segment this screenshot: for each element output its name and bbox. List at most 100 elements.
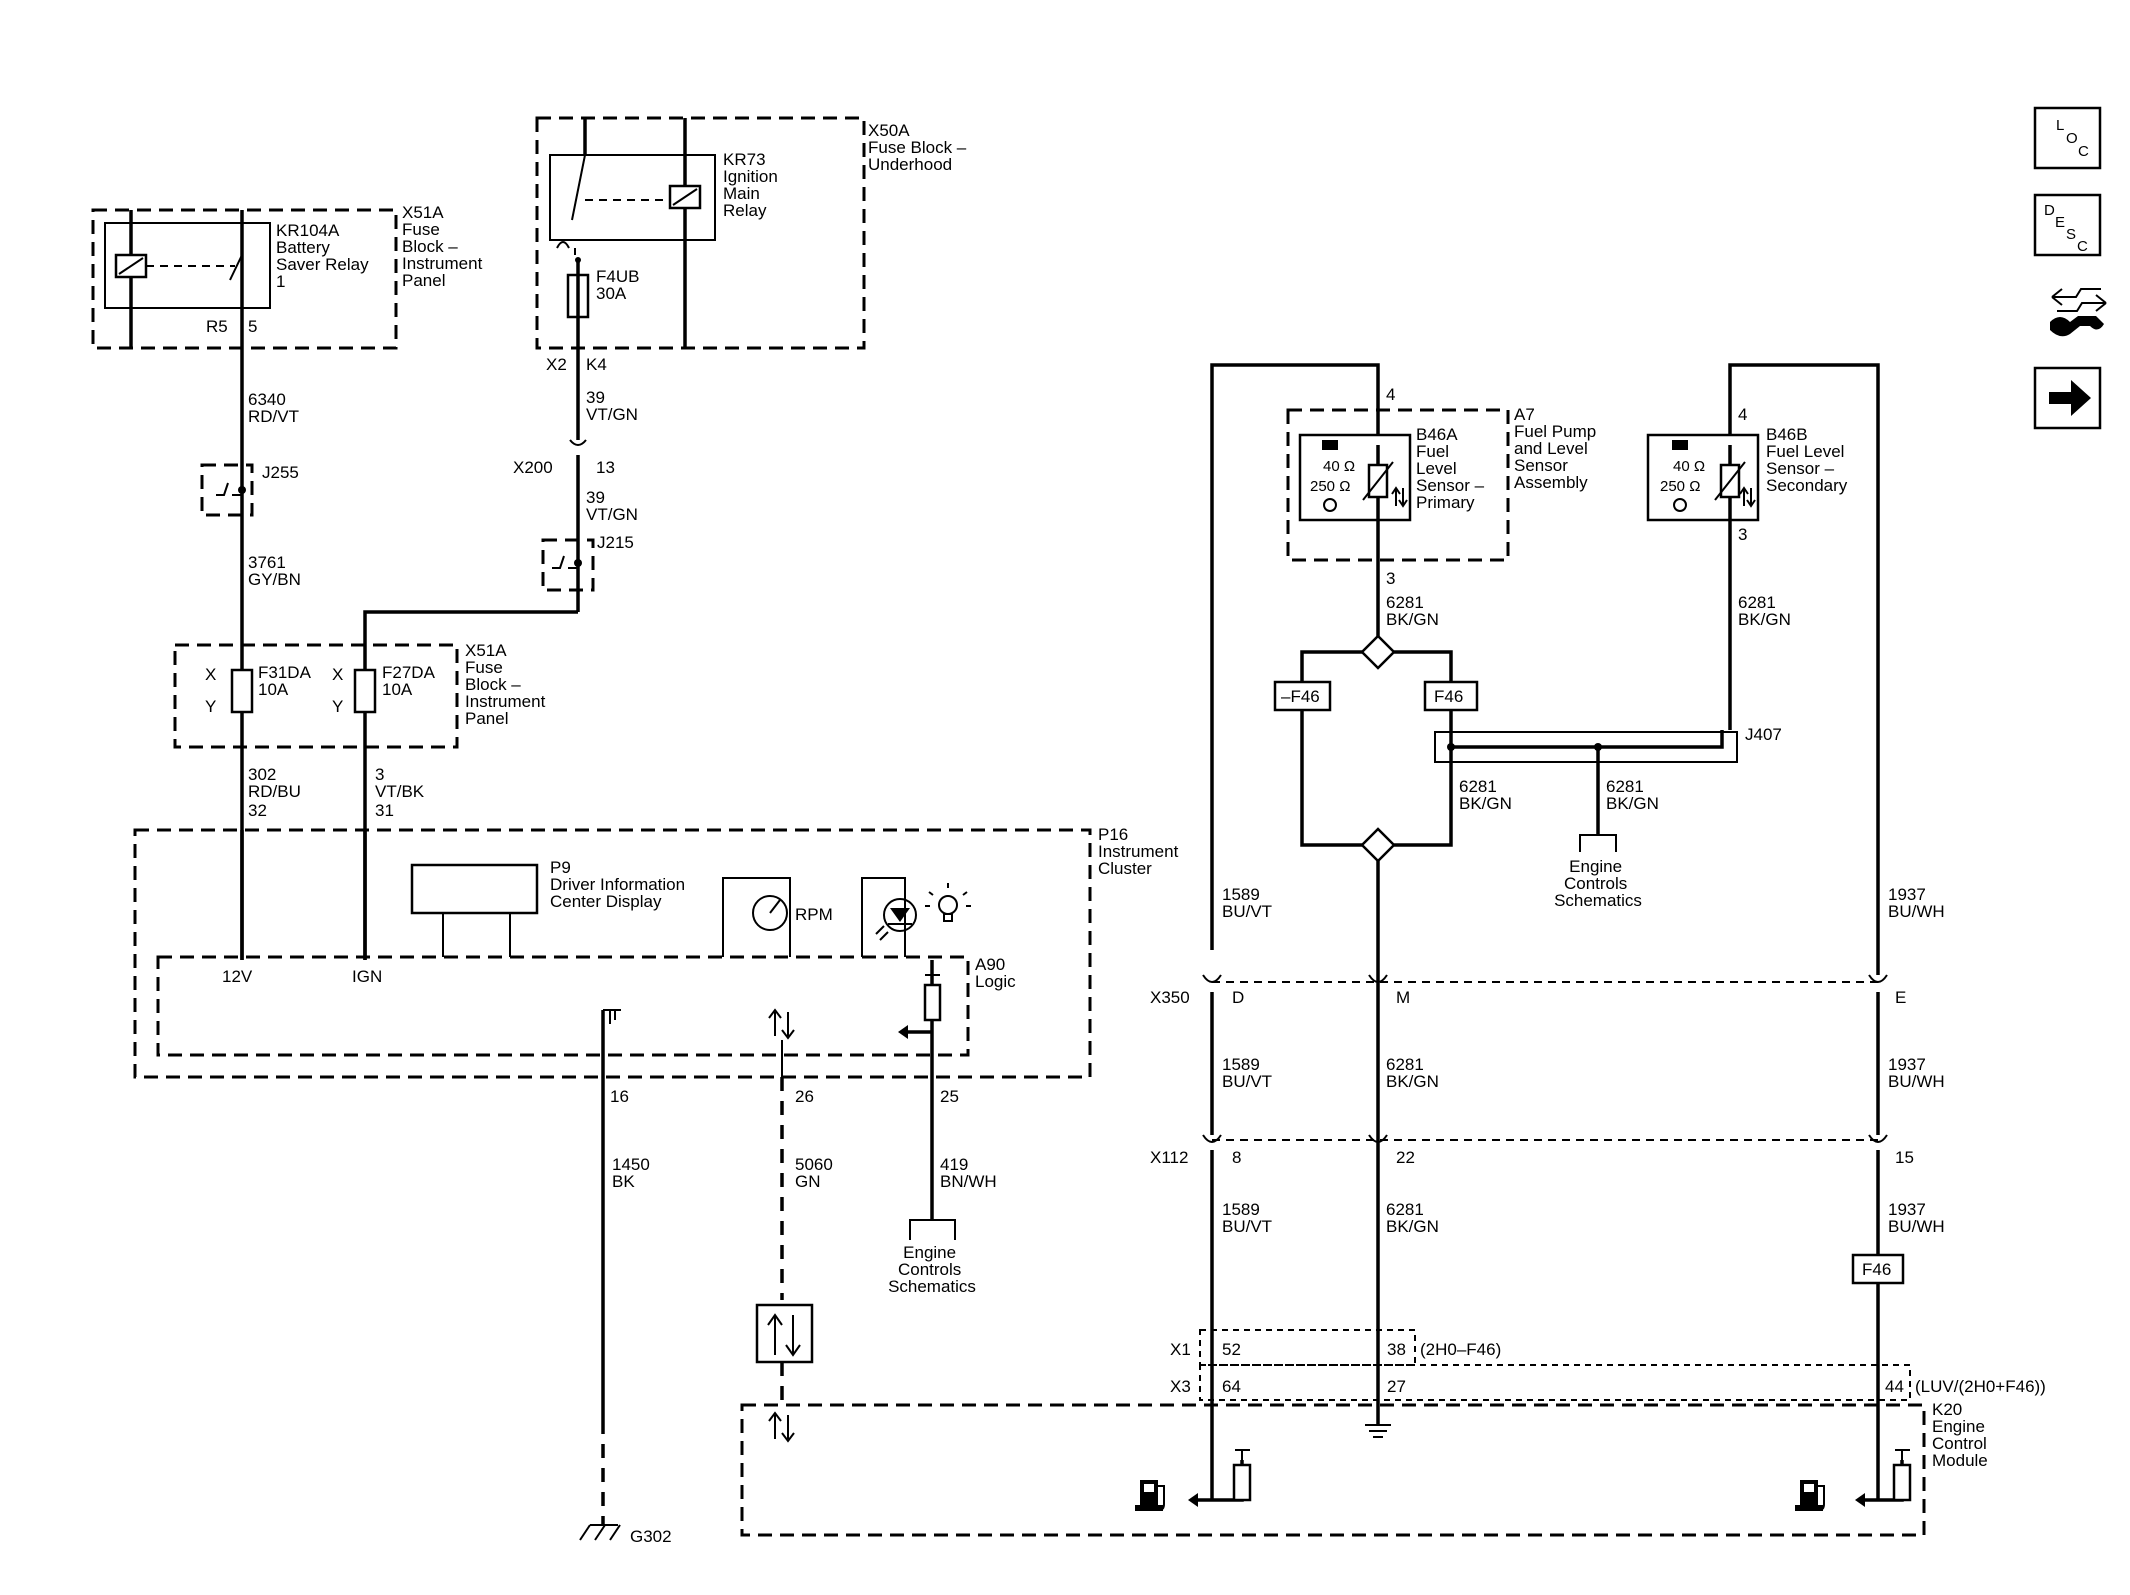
pin-ign: IGN [352,967,382,986]
fuel-pump-icon-left [1135,1480,1165,1511]
x3-pin-44: 44 [1885,1377,1904,1396]
wire-1937-a: 1937 BU/WH [1888,885,1945,921]
g302-label: G302 [630,1527,672,1546]
b46b-pin3: 3 [1738,525,1747,544]
right-wiring: 40 Ω 250 Ω 4 3 B46A Fuel Level Sensor – … [1150,363,1945,1500]
b46b-pin4: 4 [1738,405,1747,424]
wire-6281-a: 6281 BK/GN [1386,593,1439,629]
pin-12v: 12V [222,967,253,986]
b46b-40ohm: 40 Ω [1673,458,1705,475]
wire-3761: 3761 GY/BN [248,553,301,589]
x350-label: X350 [1150,988,1190,1007]
fuel-pump-icon-right [1795,1480,1825,1511]
lower-left-wiring: 1450 BK 5060 GN 419 BN/WH Engine Control… [579,1077,997,1546]
x112-label: X112 [1150,1148,1188,1167]
a90-label: A90 Logic [975,955,1016,991]
wire-6281-f: 6281 BK/GN [1386,1200,1439,1236]
x200-label: X200 [513,458,553,477]
b46b-250ohm: 250 Ω [1660,478,1700,495]
x51a-top-label: X51A Fuse Block – Instrument Panel [402,203,487,290]
x350-pin-e: E [1895,988,1906,1007]
desc-button[interactable]: D E S C [2033,193,2102,257]
wire-1937-b: 1937 BU/WH [1888,1055,1945,1091]
x51a-lower-label: X51A Fuse Block – Instrument Panel [465,641,550,728]
not-f46-tag: –F46 [1281,687,1320,706]
pin-25: 25 [940,1087,959,1106]
x51a-fuse-block-lower: X Y X Y F31DA 10A F27DA 10A X51A Fuse Bl… [173,641,550,820]
a7-250ohm: 250 Ω [1310,478,1350,495]
x2-label: X2 [546,355,567,374]
f46-tag-2: F46 [1862,1260,1891,1279]
lamp-bulb-icon [925,883,971,922]
loc-letter-l: L [2056,117,2064,134]
fuse-y-1: Y [205,697,216,716]
pin-16: 16 [610,1087,629,1106]
p16-label: P16 Instrument Cluster [1098,825,1183,878]
desc-letter-c: C [2077,238,2088,255]
wire-302: 302 RD/BU 32 [248,765,306,820]
p16-instrument-cluster: P16 Instrument Cluster P9 Driver Informa… [133,825,1183,1106]
k4-label: K4 [586,355,607,374]
fuse-x-1: X [205,665,216,684]
a7-pin4: 4 [1386,385,1395,404]
k20-label: K20 Engine Control Module [1932,1400,1992,1470]
x51a-fuse-block-top: KR104A Battery Saver Relay 1 X51A Fuse B… [91,203,487,350]
x350-pin-d: D [1232,988,1244,1007]
fuse-y-2: Y [332,697,343,716]
a7-pin3: 3 [1386,569,1395,588]
x1-note: (2H0–F46) [1420,1340,1501,1359]
connector-end-view-icon[interactable] [2050,288,2107,337]
p9-label: P9 Driver Information Center Display [550,858,690,911]
wire-5060: 5060 GN [795,1155,838,1191]
pin-5: 5 [248,317,257,336]
kr73-label: KR73 Ignition Main Relay [723,150,783,220]
desc-letter-e: E [2055,214,2065,231]
x1-pin-52: 52 [1222,1340,1241,1359]
wire-6281-d: 6281 BK/GN [1606,777,1659,813]
loc-button[interactable]: L O C [2033,106,2102,170]
loc-letter-o: O [2066,130,2078,147]
wire-39-a: 39 VT/GN [586,388,638,424]
x350-pin-m: M [1396,988,1410,1007]
wire-1450: 1450 BK [612,1155,655,1191]
x50a-fuse-block-underhood: X50A Fuse Block – Underhood KR73 Ignitio… [535,116,971,374]
x1-pin-38: 38 [1387,1340,1406,1359]
fuse-x-2: X [332,665,343,684]
k20-engine-control-module: X1 52 38 (2H0–F46) X3 64 27 44 (LUV/(2H0… [740,1329,2046,1537]
a7-40ohm: 40 Ω [1323,458,1355,475]
wire-1589-c: 1589 BU/VT [1222,1200,1272,1236]
x3-pin-27: 27 [1387,1377,1406,1396]
pin-26: 26 [795,1087,814,1106]
wire-6281-e: 6281 BK/GN [1386,1055,1439,1091]
a7-label: A7 Fuel Pump and Level Sensor Assembly [1514,405,1601,492]
j255-label: J255 [262,463,299,482]
b46a-label: B46A Fuel Level Sensor – Primary [1416,425,1489,512]
x3-label: X3 [1170,1377,1191,1396]
x50a-label: X50A Fuse Block – Underhood [868,121,971,174]
kr104a-label: KR104A Battery Saver Relay 1 [276,221,373,291]
f4ub-label: F4UB 30A [596,267,644,303]
wire-6281-c: 6281 BK/GN [1459,777,1512,813]
engine-controls-ref-left: Engine Controls Schematics [888,1243,976,1296]
x112-pin-8: 8 [1232,1148,1241,1167]
wire-6340: 6340 RD/VT [248,390,299,426]
rpm-label: RPM [795,905,833,924]
engine-controls-ref-right: Engine Controls Schematics [1554,857,1642,910]
x112-pin-22: 22 [1396,1148,1415,1167]
wire-1589-b: 1589 BU/VT [1222,1055,1272,1091]
b46b-label: B46B Fuel Level Sensor – Secondary [1766,425,1849,495]
wire-39-b: 39 VT/GN [586,488,638,524]
next-page-button[interactable] [2033,366,2102,430]
x112-pin-15: 15 [1895,1148,1914,1167]
x1-label: X1 [1170,1340,1191,1359]
x3-note: (LUV/(2H0+F46)) [1915,1377,2046,1396]
wire-1589-a: 1589 BU/VT [1222,885,1272,921]
f27da-label: F27DA 10A [382,663,439,699]
desc-letter-s: S [2066,226,2076,243]
loc-letter-c: C [2078,143,2089,160]
desc-letter-d: D [2044,202,2055,219]
pin-r5: R5 [206,317,228,336]
j215-label: J215 [597,533,634,552]
f46-tag: F46 [1434,687,1463,706]
arrow-right-icon [2049,380,2091,416]
